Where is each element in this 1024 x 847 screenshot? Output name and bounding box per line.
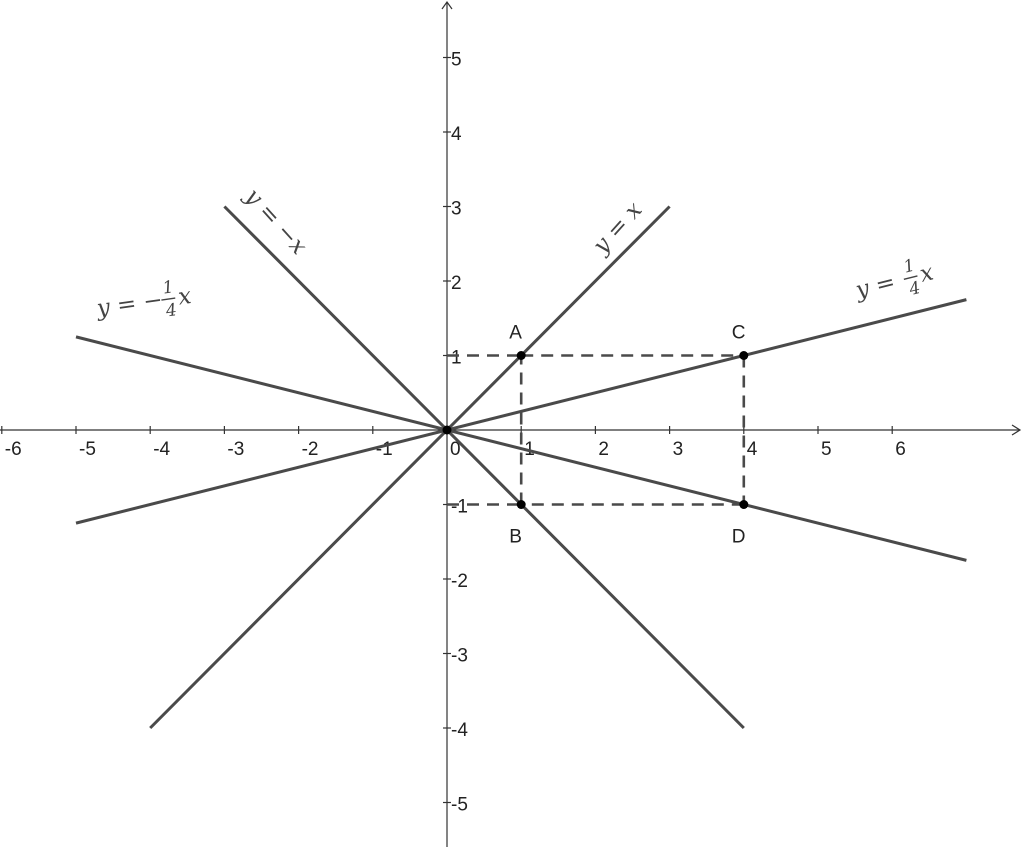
- x-tick-label: 5: [821, 439, 832, 460]
- point-label-C: C: [732, 323, 746, 344]
- line-y-eq-x: [149, 205, 671, 730]
- x-tick-label: -2: [302, 439, 319, 460]
- x-tick-label: 6: [895, 439, 906, 460]
- eq-numerator: 1: [902, 256, 917, 278]
- x-axis-arrow-icon: [1011, 424, 1022, 436]
- eq-variable: x: [176, 283, 192, 311]
- x-tick-label: -4: [153, 439, 170, 460]
- y-tick-label: 4: [451, 124, 462, 145]
- x-tick-label: -1: [376, 439, 393, 460]
- eq-numerator: 1: [161, 277, 175, 298]
- x-tick-label: -3: [227, 439, 244, 460]
- y-tick-label: 2: [451, 273, 462, 294]
- label-y-eq-neg-x: y = −x: [239, 183, 312, 260]
- eq-lhs: y =: [852, 269, 898, 304]
- label-y-eq-x: y = x: [587, 197, 647, 260]
- dashed-rectangle: [447, 354, 746, 506]
- x-tick-label: 4: [747, 439, 758, 460]
- eq-lhs: y = −: [94, 287, 164, 322]
- point-B: [516, 500, 526, 509]
- y-tick-label: -4: [451, 720, 468, 741]
- y-tick-label: 5: [451, 50, 462, 71]
- x-tick-label: 3: [673, 439, 684, 460]
- eq-denominator: 4: [164, 300, 178, 321]
- point-label-B: B: [509, 527, 522, 548]
- y-tick-label: 1: [451, 348, 462, 369]
- fraction-bar: [903, 275, 918, 281]
- y-tick-label: -5: [451, 795, 468, 816]
- origin-point: [442, 425, 452, 435]
- fraction-bar: [161, 297, 176, 301]
- x-tick-label: 2: [598, 439, 609, 460]
- y-tick-labels: 5 4 3 2 1 -1 -2 -3 -4 -5: [451, 50, 468, 816]
- eq-variable: x: [917, 259, 936, 287]
- y-tick-label: 3: [451, 199, 462, 220]
- y-tick-label: -3: [451, 646, 468, 667]
- point-label-A: A: [509, 323, 522, 344]
- y-tick-label: -2: [451, 571, 468, 592]
- points: A B C D: [442, 323, 749, 548]
- line-y-eq-quarter-x: [75, 298, 967, 525]
- line-y-eq-neg-quarter-x: [75, 335, 967, 562]
- label-y-eq-neg-quarter-x: y = − 1 4 x: [94, 277, 193, 322]
- line-y-eq-neg-x: [223, 205, 745, 730]
- point-label-D: D: [732, 527, 746, 548]
- point-A: [516, 351, 526, 360]
- function-lines: [75, 205, 967, 730]
- point-C: [739, 351, 749, 360]
- y-axis-arrow-icon: [441, 0, 453, 10]
- x-tick-label: 0: [450, 439, 461, 460]
- x-tick-label: -6: [5, 439, 22, 460]
- point-D: [739, 500, 749, 509]
- x-tick-label: -5: [79, 439, 96, 460]
- eq-denominator: 4: [906, 278, 922, 300]
- label-y-eq-quarter-x: y = 1 4 x: [852, 256, 936, 304]
- y-tick-label: -1: [451, 497, 468, 518]
